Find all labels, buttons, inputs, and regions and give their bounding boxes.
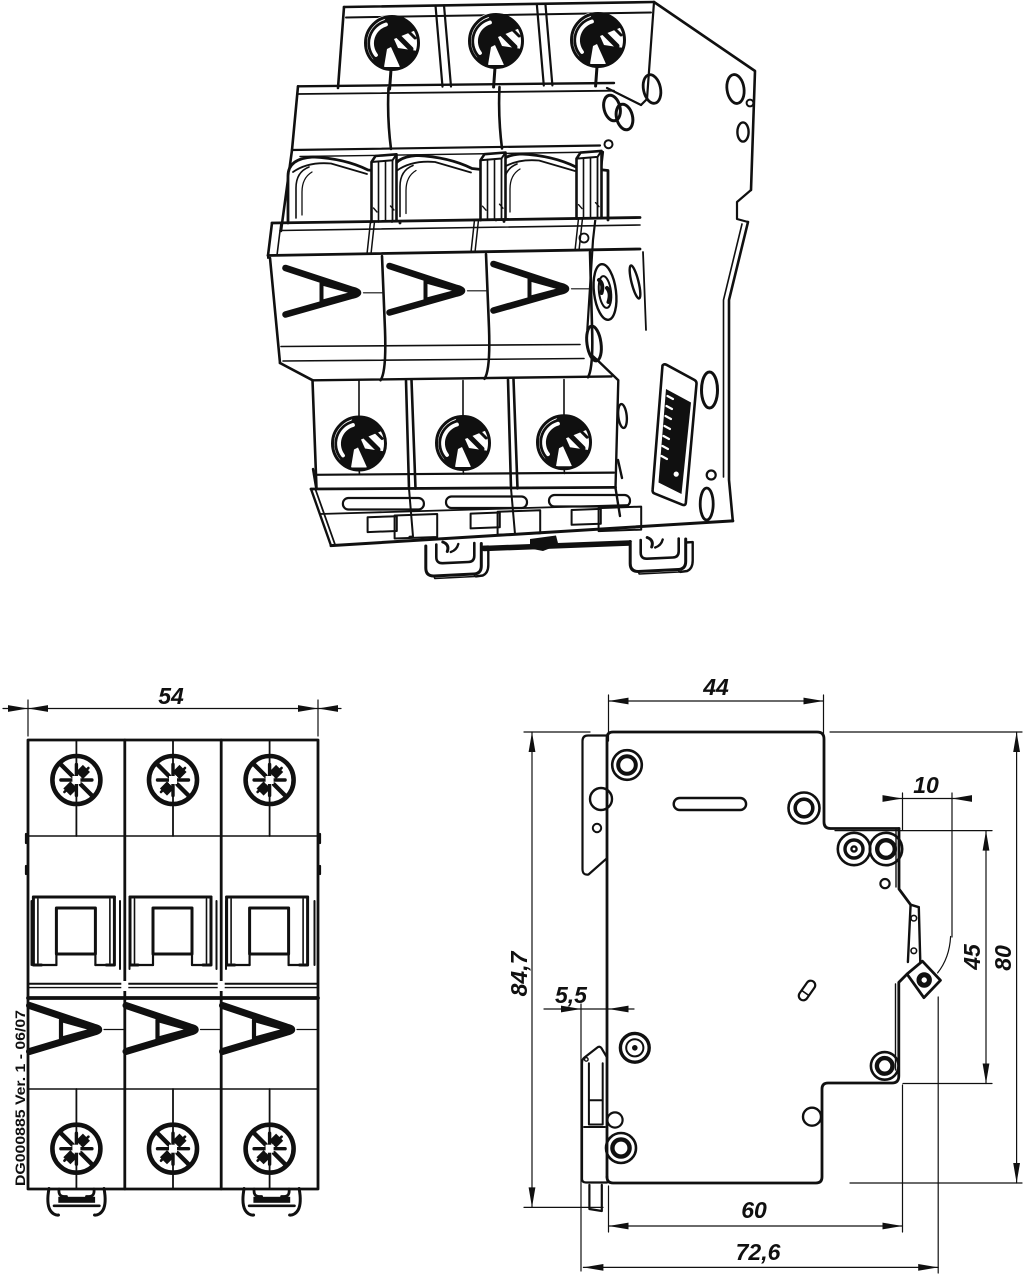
svg-text:54: 54 <box>158 683 184 709</box>
svg-text:44: 44 <box>702 674 729 700</box>
svg-text:80: 80 <box>990 945 1016 971</box>
svg-text:DG000885 Ver. 1 - 06/07: DG000885 Ver. 1 - 06/07 <box>12 1010 28 1186</box>
svg-text:5,5: 5,5 <box>555 982 588 1008</box>
svg-text:60: 60 <box>741 1197 767 1223</box>
svg-text:72,6: 72,6 <box>736 1239 781 1265</box>
svg-text:45: 45 <box>959 943 985 971</box>
svg-text:84,7: 84,7 <box>506 950 532 996</box>
svg-text:10: 10 <box>913 772 939 798</box>
